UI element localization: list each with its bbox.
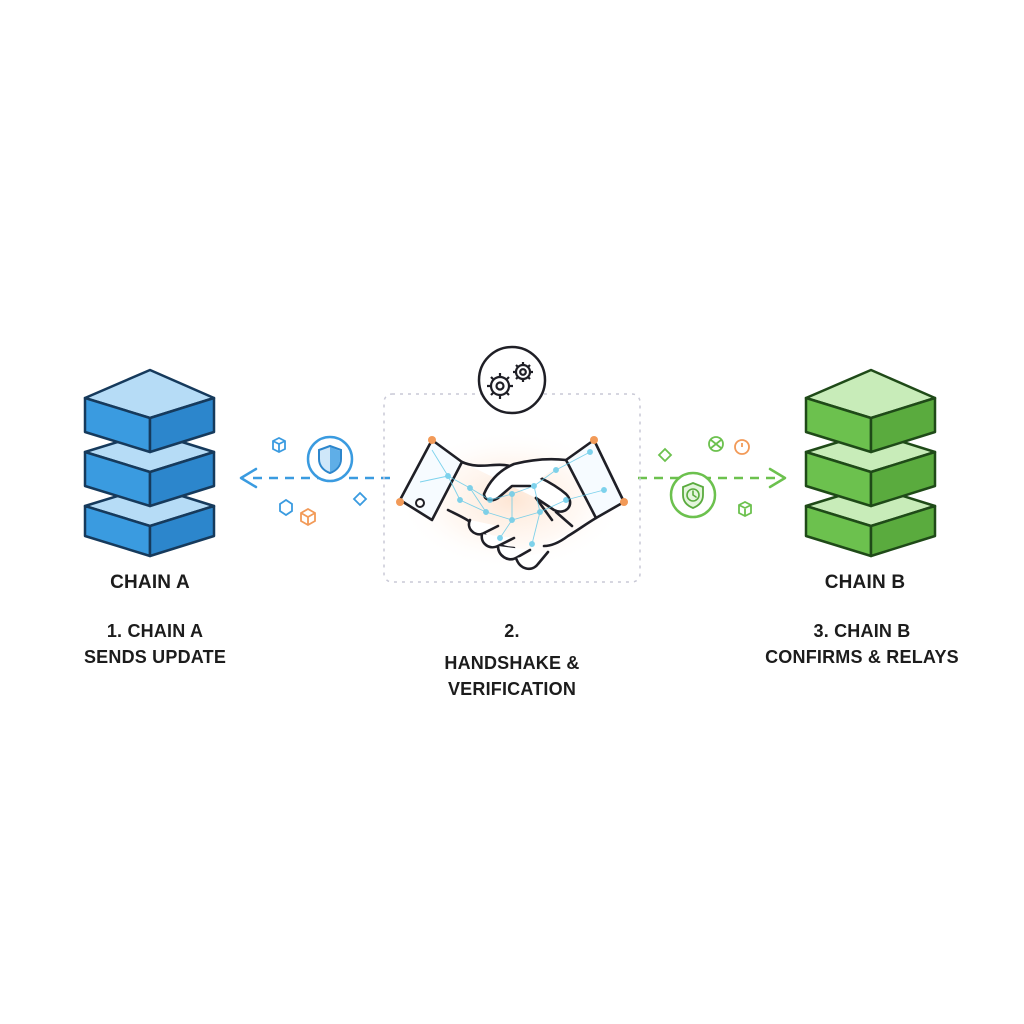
small-cube-icon: [738, 500, 752, 518]
small-timer-icon: [734, 439, 750, 455]
shield-icon: [306, 435, 354, 483]
chain-a-title: CHAIN A: [110, 572, 190, 593]
chain-b-step: 3. CHAIN B CONFIRMS & RELAYS: [737, 618, 987, 670]
chain-b-block-top: [804, 368, 937, 454]
right-decor-shapes: [657, 436, 752, 518]
gears-icon: [477, 345, 547, 415]
chain-a-step: 1. CHAIN A SENDS UPDATE: [55, 618, 255, 670]
chain-b-title: CHAIN B: [824, 572, 906, 593]
chain-a-step-text: SENDS UPDATE: [83, 647, 227, 667]
cuff-button: [415, 498, 425, 508]
chain-b-step-number: 3. CHAIN B: [813, 621, 911, 641]
small-gem-icon: [708, 436, 724, 452]
chain-a-stack-icon: [83, 368, 216, 558]
handshake-icon: [398, 438, 626, 571]
left-decor-shapes: [272, 436, 368, 527]
network-overlay: [419, 449, 607, 547]
chain-a-block-top: [83, 368, 216, 454]
small-cube-icon: [300, 507, 316, 527]
cuff-nodes: [396, 436, 628, 506]
chain-b-stack-icon: [804, 368, 937, 558]
handshake-step: 2. HANDSHAKE & VERIFICATION: [412, 618, 612, 702]
handshake-step-line2: VERIFICATION: [447, 679, 577, 699]
small-hex-icon: [279, 498, 293, 517]
handshake-step-number: 2.: [504, 621, 520, 641]
handshake-step-line1: HANDSHAKE &: [444, 653, 580, 673]
small-cube-icon: [272, 436, 286, 454]
small-diamond-icon: [657, 447, 673, 463]
chain-a-step-number: 1. CHAIN A: [106, 621, 204, 641]
clock-icon: [669, 471, 717, 519]
chain-b-step-text: CONFIRMS & RELAYS: [765, 647, 959, 667]
small-diamond-icon: [352, 491, 368, 507]
